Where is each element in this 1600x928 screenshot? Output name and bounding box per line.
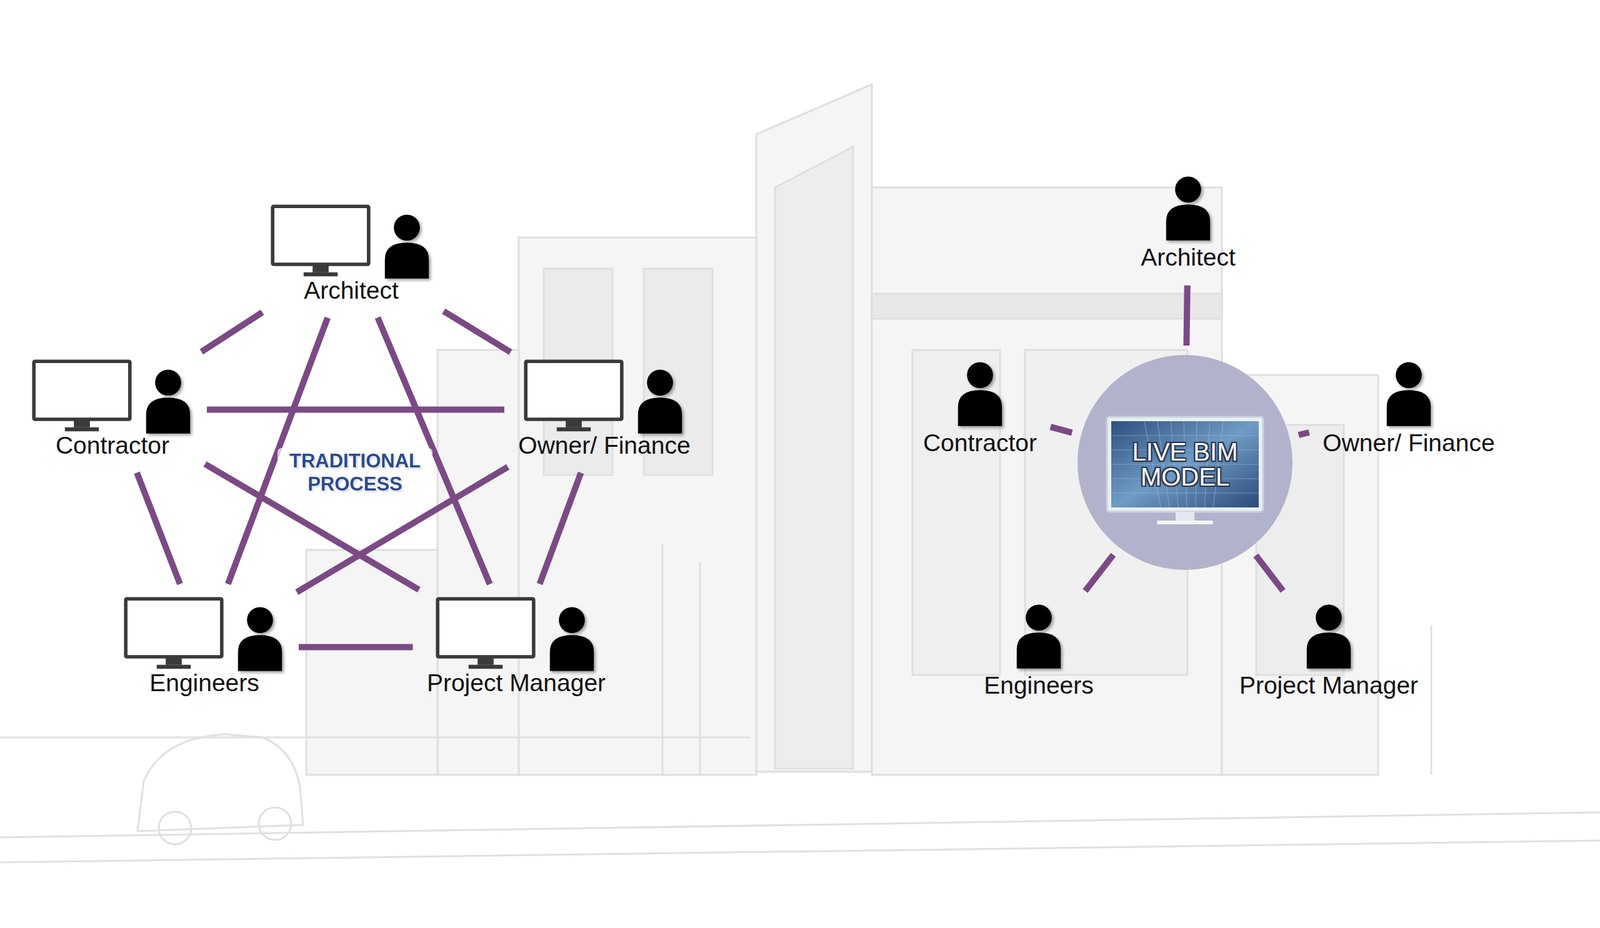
icon-group (1322, 359, 1495, 427)
icon-group (270, 204, 432, 280)
person-icon (143, 366, 194, 435)
center-label: TRADITIONAL PROCESS (277, 448, 433, 497)
monitor-icon (31, 359, 132, 435)
workstation-node: Architect (270, 204, 432, 305)
icon-group (123, 596, 285, 672)
node-label: Engineers (123, 669, 285, 698)
connector-line (1085, 555, 1114, 592)
connector-line (1186, 285, 1187, 346)
workstation-node: Engineers (123, 596, 285, 698)
icon-group (983, 601, 1094, 670)
node-label: Project Manager (1239, 671, 1419, 700)
connector-line (201, 312, 262, 352)
monitor-icon (435, 596, 536, 672)
stakeholder-node: Project Manager (1239, 601, 1419, 700)
bim-model-circle: LIVE BIM MODEL (1076, 354, 1294, 571)
node-label: Architect (1140, 243, 1236, 272)
connector-line (1255, 555, 1283, 592)
connector-line (298, 643, 414, 650)
node-label: Project Manager (426, 669, 607, 698)
icon-group (1140, 173, 1236, 242)
person-icon (1383, 359, 1434, 427)
connector-line (540, 473, 582, 585)
person-icon (1303, 601, 1354, 670)
connector-line (1298, 432, 1310, 435)
icon-group (31, 359, 194, 435)
connector-line (206, 406, 505, 413)
workstation-node: Project Manager (426, 596, 607, 698)
node-label: Architect (270, 276, 432, 305)
person-icon (546, 604, 597, 672)
icon-group (923, 359, 1038, 427)
person-icon (635, 366, 685, 435)
stakeholder-node: Engineers (983, 601, 1094, 700)
icon-group (426, 596, 607, 672)
stakeholder-node: Owner/ Finance (1322, 359, 1495, 458)
workstation-node: Contractor (31, 359, 194, 460)
person-icon (235, 604, 285, 672)
node-label: LIVE BIM MODEL (1116, 439, 1254, 490)
connector-line (443, 311, 511, 353)
connector-line (1050, 426, 1072, 433)
monitor-icon (123, 596, 224, 672)
monitor-icon (523, 359, 624, 435)
node-label: Owner/ Finance (518, 431, 691, 460)
node-label: Owner/ Finance (1322, 429, 1495, 458)
stakeholder-node: Architect (1140, 173, 1236, 272)
person-icon (1013, 601, 1064, 670)
node-label: Contractor (923, 429, 1038, 458)
node-label: Contractor (31, 431, 194, 460)
monitor-icon (270, 204, 371, 280)
person-icon (955, 359, 1005, 427)
connector-line (136, 472, 180, 584)
person-icon (381, 211, 432, 280)
stakeholder-node: Contractor (923, 359, 1038, 458)
node-label: Engineers (983, 671, 1094, 700)
workstation-node: Owner/ Finance (518, 359, 691, 460)
icon-group (518, 359, 691, 435)
person-icon (1163, 173, 1214, 242)
icon-group (1239, 601, 1419, 670)
